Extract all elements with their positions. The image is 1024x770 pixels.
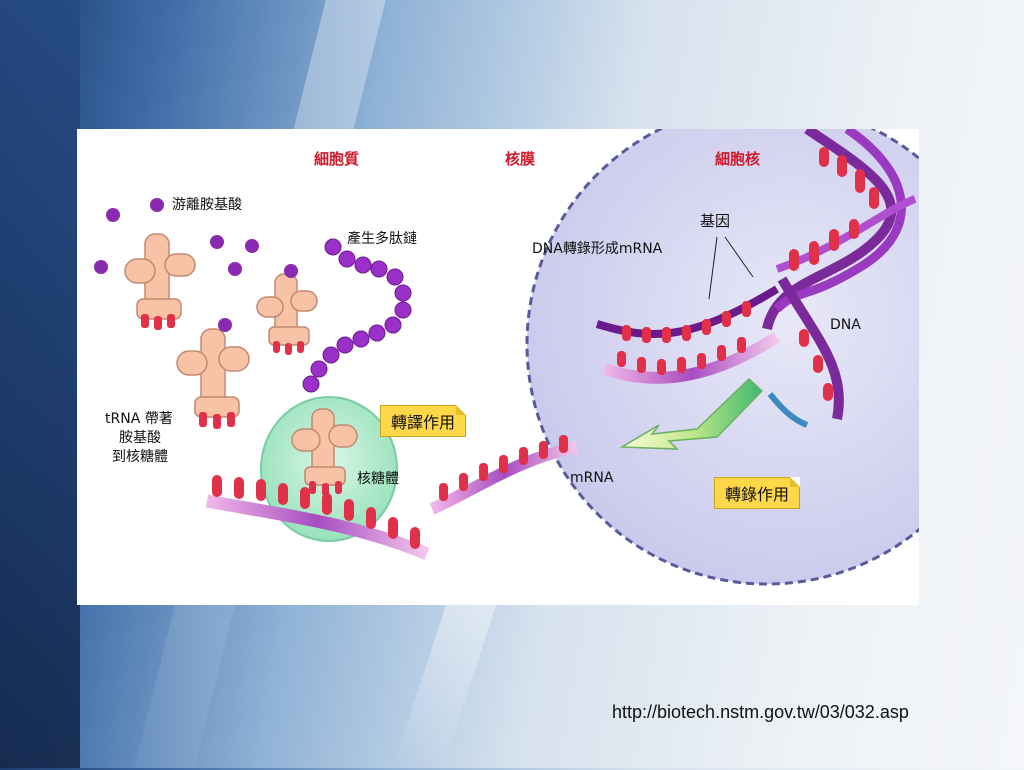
gene-pointer-line	[708, 236, 718, 300]
polypeptide-label: 產生多肽鏈	[347, 231, 417, 247]
trna-molecule	[256, 273, 318, 346]
trna-label-line1: tRNA 帶著	[105, 411, 173, 427]
mrna-on-ribosome	[205, 475, 430, 560]
protein-synthesis-diagram: 細胞質 核膜 細胞核 游離胺基酸 產生多肽鏈 tRNA 帶著 胺基酸 到核糖體 …	[77, 129, 919, 605]
trna-molecule	[176, 328, 250, 418]
mrna-label: mRNA	[570, 470, 614, 486]
trna-molecule	[291, 408, 358, 486]
transport-arrow	[619, 377, 764, 450]
slide-background-left-band	[0, 0, 80, 768]
gene-label: 基因	[700, 212, 731, 230]
transcription-callout: 轉錄作用	[714, 477, 801, 509]
dna-to-mrna-label: DNA轉錄形成mRNA	[532, 241, 663, 257]
free-amino-acid-dots	[94, 198, 298, 332]
polypeptide-chain	[302, 238, 412, 393]
cytoplasm-label: 細胞質	[314, 150, 360, 168]
diagram-artwork	[94, 129, 919, 586]
mrna-strand	[429, 435, 579, 515]
nuclear-membrane-label: 核膜	[505, 150, 536, 168]
mrna-transcript-in-nucleus	[602, 331, 781, 384]
ribosome-label: 核糖體	[357, 471, 399, 487]
free-amino-acid-label: 游離胺基酸	[172, 197, 242, 213]
nucleus-label: 細胞核	[715, 150, 761, 168]
translation-callout: 轉譯作用	[380, 405, 467, 437]
trna-label-line2: 胺基酸	[119, 430, 161, 446]
dna-label: DNA	[830, 317, 861, 333]
gene-pointer-line	[724, 236, 754, 278]
dna-double-helix	[595, 129, 917, 428]
slide-background-streak	[392, 600, 498, 770]
trna-label-line3: 到核糖體	[112, 449, 168, 465]
source-url-text: http://biotech.nstm.gov.tw/03/032.asp	[612, 702, 909, 722]
trna-molecule	[124, 233, 196, 320]
